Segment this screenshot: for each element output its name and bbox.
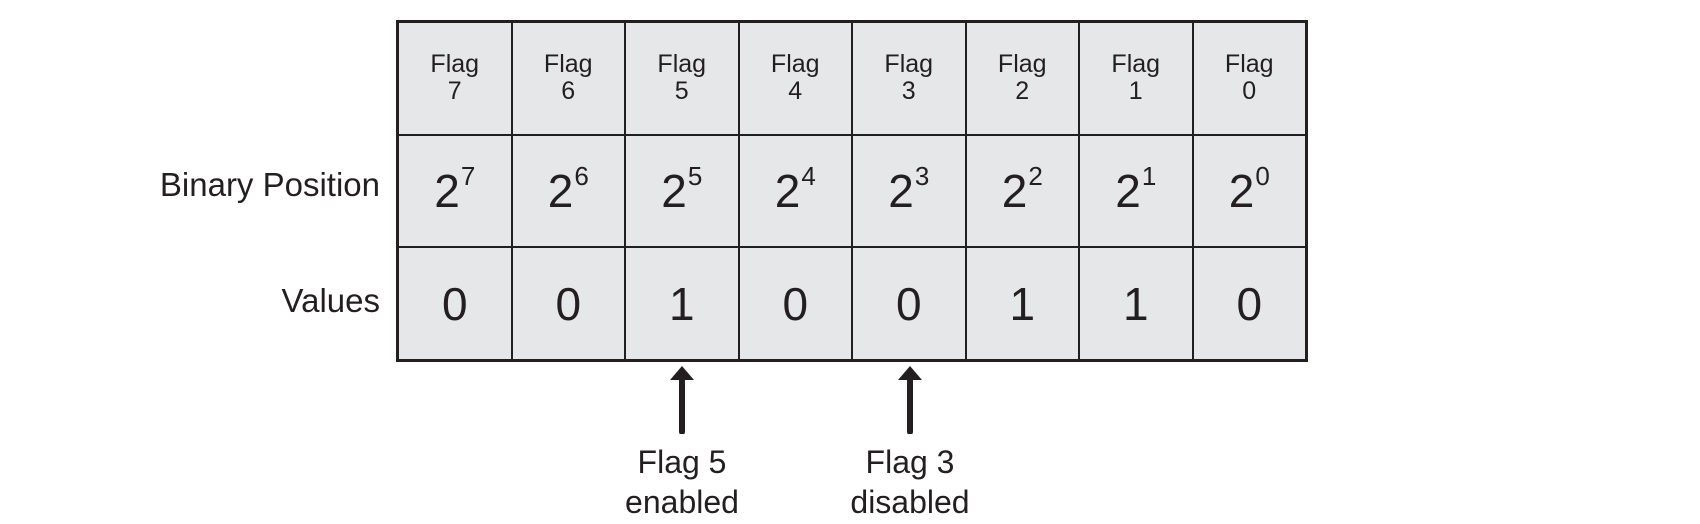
- annotation-line: disabled: [850, 484, 970, 520]
- flag-number: 3: [901, 77, 916, 106]
- power-exponent: 2: [1028, 161, 1043, 192]
- value-cell: 0: [1192, 247, 1306, 360]
- flag-label: Flag: [770, 50, 820, 79]
- value-cell: 1: [1079, 247, 1193, 360]
- power-exponent: 0: [1255, 161, 1270, 192]
- power-exponent: 6: [574, 161, 589, 192]
- row-label-values: Values: [281, 282, 380, 319]
- power-base: 2: [1001, 164, 1028, 217]
- flag-number: 2: [1015, 77, 1030, 106]
- power-exponent: 3: [914, 161, 930, 192]
- power-exponent: 7: [460, 161, 476, 192]
- power-base: 2: [434, 164, 460, 217]
- power-base: 2: [774, 164, 801, 217]
- value-cell: 1: [625, 247, 739, 360]
- power-base: 2: [661, 164, 687, 217]
- annotation-flag-3: Flag 3 disabled: [810, 442, 1010, 522]
- arrow-up-icon: [898, 366, 922, 434]
- flag-number: 4: [788, 77, 803, 106]
- arrow-up-icon: [670, 366, 694, 434]
- annotation-flag-5: Flag 5 enabled: [582, 442, 782, 522]
- annotation-line: Flag 5: [637, 444, 727, 480]
- flag-number: 5: [674, 77, 689, 106]
- power-exponent: 4: [801, 161, 816, 192]
- power-base: 2: [1228, 164, 1255, 217]
- annotation-line: enabled: [625, 484, 739, 520]
- flag-number: 7: [447, 77, 462, 106]
- flag-label: Flag: [430, 50, 480, 79]
- annotation-line: Flag 3: [865, 444, 955, 480]
- flag-label: Flag: [997, 50, 1047, 79]
- value-cell: 0: [852, 247, 966, 360]
- flag-label: Flag: [543, 50, 593, 79]
- power-base: 2: [888, 164, 914, 217]
- power-base: 2: [547, 164, 574, 217]
- flag-number: 6: [561, 77, 576, 106]
- flag-label: Flag: [1111, 50, 1161, 79]
- value-cell: 0: [738, 247, 852, 360]
- row-label-binary-position: Binary Position: [159, 166, 380, 203]
- power-exponent: 1: [1141, 161, 1157, 192]
- power-base: 2: [1115, 164, 1141, 217]
- value-cell: 0: [398, 247, 512, 360]
- flag-label: Flag: [657, 50, 707, 79]
- value-cell: 1: [965, 247, 1079, 360]
- flag-number: 0: [1242, 77, 1257, 106]
- flag-label: Flag: [884, 50, 934, 79]
- value-cell: 0: [511, 247, 625, 360]
- power-exponent: 5: [687, 161, 703, 192]
- flag-label: Flag: [1224, 50, 1274, 79]
- flag-number: 1: [1128, 77, 1143, 106]
